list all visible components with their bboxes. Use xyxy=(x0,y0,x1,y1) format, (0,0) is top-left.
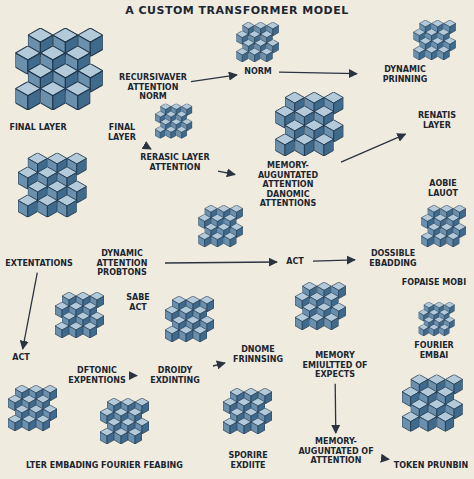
label-text: LTER EMBADING FOURIER FEABING xyxy=(3,461,206,471)
cube-block xyxy=(100,398,149,444)
component-label: DNOME FRINNSING xyxy=(228,344,288,365)
flow-arrow xyxy=(165,262,277,263)
flow-arrow xyxy=(218,171,235,174)
label-text: TOKEN PRUNBIN xyxy=(393,461,469,471)
cube-block xyxy=(413,20,456,60)
component-label: FINAL LAYER xyxy=(8,122,68,134)
label-text: ACT xyxy=(281,257,309,267)
component-label: SABE ACT xyxy=(118,292,158,313)
cube-block xyxy=(295,282,346,330)
cube-block xyxy=(223,388,272,434)
component-label: MEMORY-AUGUNTATED ATTENTIONDANOMIC ATTEN… xyxy=(238,160,338,210)
label-text: SPORIRE EXDIITE xyxy=(213,451,283,470)
component-label: RERASIC LAYER ATTENTION xyxy=(135,152,215,173)
label-text: DYNAMIC ATTENTION PROBTONS xyxy=(83,249,161,278)
component-label: ACT xyxy=(6,352,36,364)
label-text: DNOME FRINNSING xyxy=(229,345,287,364)
label-text: EXTENTATIONS xyxy=(5,259,73,269)
label-text: DANOMIC ATTENTIONS xyxy=(239,190,337,209)
label-text: RERASIC LAYER ATTENTION xyxy=(136,153,214,172)
label-text: DYNAMIC PRINNING xyxy=(361,65,449,84)
component-label: TOKEN PRUNBIN xyxy=(392,460,470,472)
component-label: EXTENTATIONS xyxy=(4,258,74,270)
label-text: DFTONIC EXPENTIONS xyxy=(63,366,131,385)
diagram-title: A CUSTOM TRANSFORMER MODEL xyxy=(0,4,474,17)
cube-block xyxy=(402,374,463,431)
cube-block xyxy=(419,302,455,336)
label-text: NORM xyxy=(241,67,275,77)
component-label: DYNAMIC PRINNING xyxy=(360,64,450,85)
label-text: RENATIS LAYER xyxy=(405,111,469,130)
label-text: AOBIE LAUOT xyxy=(421,179,465,198)
label-text: RECURSIVAVER ATTENTION NORM xyxy=(119,73,187,102)
cube-block xyxy=(421,205,466,247)
flow-arrow xyxy=(135,375,137,376)
component-label: MEMORY EMIULTTED OF EXPECTS xyxy=(295,350,375,381)
component-label: DROIDY EXDINTING xyxy=(140,365,210,386)
component-label: ACT xyxy=(280,256,310,268)
label-text: MEMORY EMIULTTED OF EXPECTS xyxy=(296,351,374,380)
label-text: MEMORY-AUGUNTATED OF ATTENTION xyxy=(291,437,381,466)
cube-block xyxy=(15,28,102,110)
flow-arrow xyxy=(335,384,337,433)
cube-block xyxy=(18,153,87,217)
label-text: FOPAISE MOBI xyxy=(401,278,467,288)
label-text: MEMORY-AUGUNTATED ATTENTION xyxy=(239,161,337,190)
cube-block xyxy=(55,292,104,338)
component-label: FOPAISE MOBI xyxy=(400,277,468,289)
component-label: DOSSIBLE EBADDING xyxy=(358,248,428,269)
label-text: DOSSIBLE EBADDING xyxy=(359,249,427,268)
cube-block xyxy=(8,385,57,431)
component-label: FINAL LAYER xyxy=(96,122,148,143)
flow-arrow xyxy=(213,363,225,366)
label-text: ACT xyxy=(7,353,35,363)
cube-block xyxy=(165,296,214,342)
cube-block xyxy=(198,205,243,247)
component-label: RENATIS LAYER xyxy=(404,110,470,131)
flow-arrow xyxy=(191,75,237,82)
flow-arrow xyxy=(146,146,151,149)
flow-arrow xyxy=(23,273,38,349)
component-label: LTER EMBADING FOURIER FEABING xyxy=(2,460,207,472)
flow-arrow xyxy=(313,260,355,261)
component-label: AOBIE LAUOT xyxy=(420,178,466,199)
label-text: SABE ACT xyxy=(119,293,157,312)
cube-block xyxy=(236,22,279,62)
cube-block xyxy=(275,92,343,156)
component-label: RECURSIVAVER ATTENTION NORM xyxy=(118,72,188,103)
component-label: DYNAMIC ATTENTION PROBTONS xyxy=(82,248,162,279)
component-label: DFTONIC EXPENTIONS xyxy=(62,365,132,386)
component-label: SPORIRE EXDIITE xyxy=(212,450,284,471)
label-text: FINAL LAYER xyxy=(9,123,67,133)
label-text: DROIDY EXDINTING xyxy=(141,366,209,385)
label-text: FINAL LAYER xyxy=(97,123,147,142)
component-label: NORM xyxy=(240,66,276,78)
flow-arrow xyxy=(385,458,389,460)
component-label: MEMORY-AUGUNTATED OF ATTENTION xyxy=(290,436,382,467)
cube-block xyxy=(155,104,192,139)
flow-arrow xyxy=(341,134,406,162)
label-text: FOURIER EMBAI xyxy=(401,341,467,360)
flow-arrow xyxy=(279,72,357,74)
component-label: FOURIER EMBAI xyxy=(400,340,468,361)
